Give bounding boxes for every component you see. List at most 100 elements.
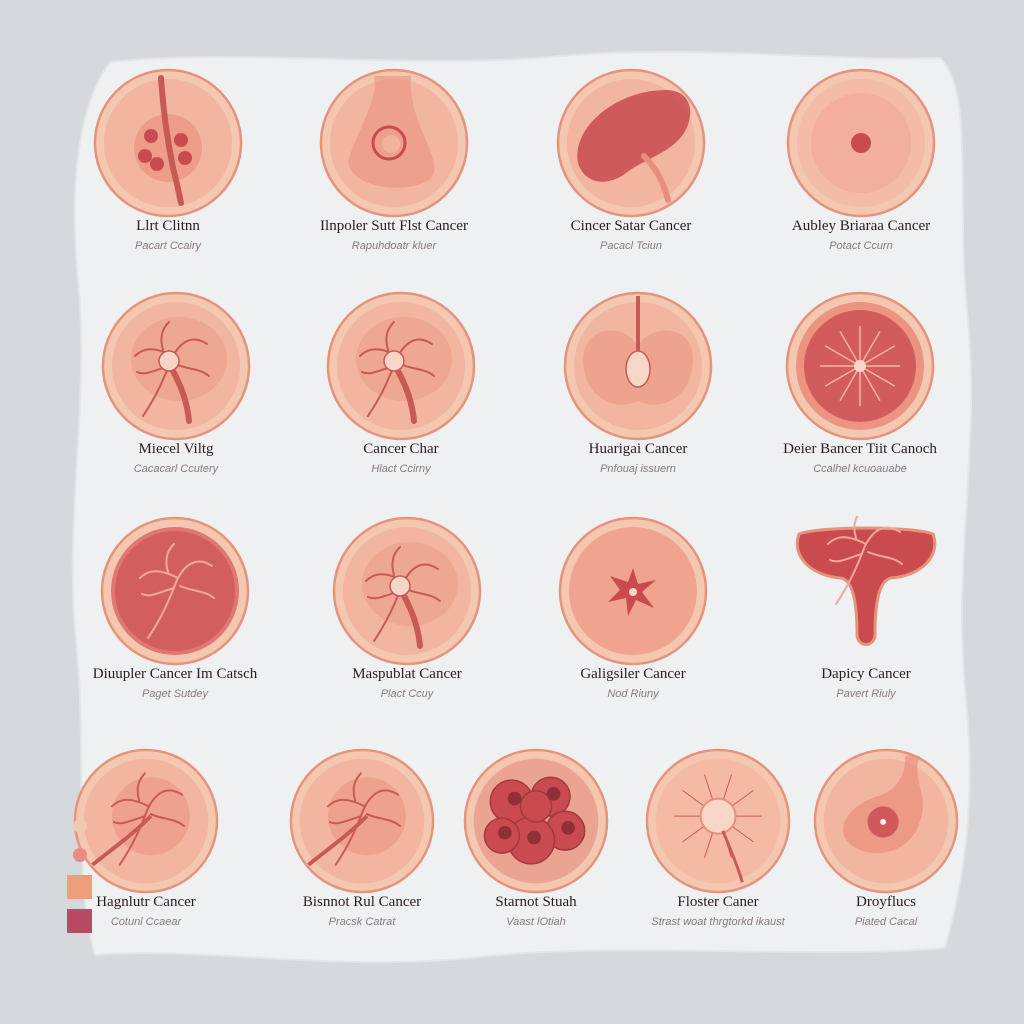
vessel-branch	[147, 789, 183, 808]
cell-nucleus	[507, 791, 522, 806]
legend-swatch-pink	[73, 848, 87, 862]
vessel-branch	[118, 805, 150, 866]
sac	[843, 755, 923, 854]
cyst	[625, 350, 651, 388]
vessel-branch	[328, 815, 362, 825]
radial-ray	[859, 365, 896, 387]
vessel-branch	[365, 813, 401, 827]
paper-sheet	[71, 50, 973, 964]
cell-title: Cincer Satar Cancer	[570, 218, 692, 234]
vessel-branch	[363, 789, 399, 808]
diagram-cell: Ilnpoler Sutt Flst Cancer Rapuhdoatr klu…	[279, 68, 509, 252]
main-vessel	[91, 814, 153, 867]
nodule	[383, 350, 405, 372]
vessel-branch	[149, 813, 185, 827]
cell-subtitle: Hlact Ccirny	[371, 463, 431, 475]
lesion-center	[880, 819, 886, 825]
cell-subtitle: Pnfouaj issuern	[600, 463, 676, 475]
tumor-core	[851, 133, 871, 153]
cell-subtitle: Pavert Riuly	[836, 688, 896, 700]
diagram-cell: Aubley Briaraa Cancer Potact Ccurn	[746, 68, 976, 252]
central-node-icon	[645, 748, 791, 894]
diagram-cell: Dapicy Cancer Pavert Riuly	[751, 516, 981, 700]
vessel-branch	[172, 338, 208, 357]
radial-line	[730, 789, 754, 808]
vessel-branch	[141, 587, 175, 597]
uterus-body	[795, 526, 937, 646]
cell-title: Bisnnot Rul Cancer	[302, 894, 422, 910]
vessel-branch	[112, 815, 146, 825]
vessel-branch	[385, 321, 395, 351]
vessel-branch	[403, 563, 439, 582]
organ-lobe-icon	[556, 68, 706, 218]
lesion-spot	[138, 149, 152, 163]
legend-swatch-orange	[67, 875, 92, 899]
duct-body	[348, 76, 435, 188]
diagram-cell: Droyflucs Piated Cacal	[786, 748, 986, 928]
cell-subtitle: Ccalhel kcuoauabe	[813, 463, 907, 475]
cell-subtitle: Nod Riuny	[607, 688, 659, 700]
radial-ray	[859, 365, 881, 402]
vessel-branch	[110, 798, 150, 808]
cell-subtitle: Rapuhdoatr kluer	[351, 240, 437, 252]
diagram-cell: Diuupler Cancer Im Catsch Paget Sutdey	[60, 516, 290, 700]
nodule	[158, 350, 180, 372]
vessel-branch	[865, 526, 901, 545]
cell-subtitle: Vaast lOtiah	[506, 916, 566, 928]
cell-title: Llrt Clitnn	[136, 218, 200, 234]
radial-line	[682, 789, 706, 808]
vessel-branch	[334, 805, 366, 866]
cell-title: Floster Caner	[677, 894, 759, 910]
diagram-cell: Floster Caner Strast woat thrgtorkd ikau…	[618, 748, 818, 928]
cell-title: Droyflucs	[856, 894, 916, 910]
cell-subtitle: Potact Ccurn	[829, 240, 893, 252]
radial-line	[682, 824, 706, 843]
diagram-cell: Llrt Clitnn Pacart Ccairy	[53, 68, 283, 252]
sac-lesion-icon	[813, 748, 959, 894]
uterus-icon	[795, 516, 937, 646]
organ-area	[111, 777, 190, 856]
cell-nucleus	[498, 825, 512, 840]
radial-line	[730, 824, 754, 843]
branching-vessel-icon	[332, 516, 482, 666]
radial-ray	[839, 330, 861, 367]
organ-stalk	[641, 153, 671, 203]
vessel-lesions-icon	[93, 68, 243, 218]
vessel-branch	[853, 516, 859, 539]
cell-nucleus	[561, 821, 575, 835]
vessel-branch	[136, 772, 146, 802]
lesion-spot	[174, 133, 188, 147]
radial-ray	[839, 365, 861, 402]
cyst	[371, 125, 407, 161]
cell-title: Ilnpoler Sutt Flst Cancer	[320, 218, 468, 234]
vessel-branch	[352, 772, 362, 802]
radial-ray	[859, 345, 896, 367]
vessel	[721, 830, 744, 883]
kidney-duct-icon	[563, 291, 713, 441]
diagram-cell: Deier Bancer Tiit Canoch Ccalhel kcuoaua…	[745, 291, 975, 475]
cell-title: Galigsiler Cancer	[580, 666, 686, 682]
diagram-cell: Hagnlutr Cancer Cotunl Ccaear	[46, 748, 246, 928]
vessel-branch	[160, 321, 170, 351]
cell-title: Diuupler Cancer Im Catsch	[92, 666, 258, 682]
cell	[519, 790, 553, 823]
diagram-cell: Cincer Satar Cancer Pacacl Tciun	[516, 68, 746, 252]
radial-line	[704, 830, 714, 858]
lesion-spot	[150, 157, 164, 171]
cell-title: Starnot Stuah	[495, 894, 577, 910]
cell-title: Miecel Viltg	[138, 441, 214, 457]
vessel-branch	[391, 546, 401, 576]
vessel-branch	[177, 560, 213, 579]
vessel-branch	[179, 585, 215, 599]
diagram-cell: Galigsiler Cancer Nod Riuny	[518, 516, 748, 700]
legend-swatch-maroon	[67, 909, 92, 933]
diagram-cell: Huarigai Cancer Pnfouaj issuern	[523, 291, 753, 475]
fine-branches-icon	[289, 748, 435, 894]
main-vessel	[401, 593, 423, 649]
cell-subtitle: Piated Cacal	[854, 916, 918, 928]
cell-nucleus	[527, 830, 541, 845]
cell-subtitle: Strast woat thrgtorkd ikaust	[651, 916, 785, 928]
dark-organ-icon	[100, 516, 250, 666]
duct-cyst-icon	[319, 68, 469, 218]
